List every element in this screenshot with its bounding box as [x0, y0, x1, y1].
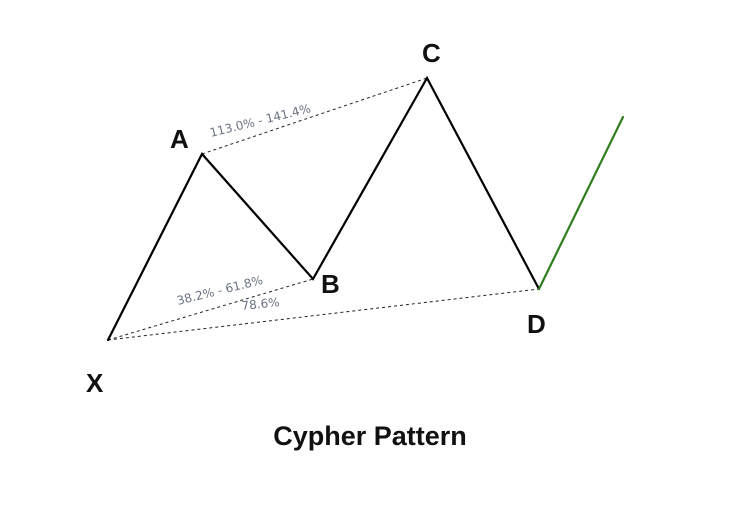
point-label-b: B: [321, 269, 340, 299]
projection-leg: [537, 115, 625, 291]
pattern-legs: [106, 75, 541, 342]
point-label-a: A: [170, 124, 189, 154]
diagram-title: Cypher Pattern: [273, 421, 467, 451]
ratio-label-x-d: 78.6%: [241, 295, 280, 313]
point-label-c: C: [422, 38, 441, 68]
guide-line-x-d: [107, 288, 540, 341]
point-label-x: X: [86, 368, 104, 398]
guide-line-a-c: [201, 77, 428, 155]
point-label-d: D: [527, 309, 546, 339]
